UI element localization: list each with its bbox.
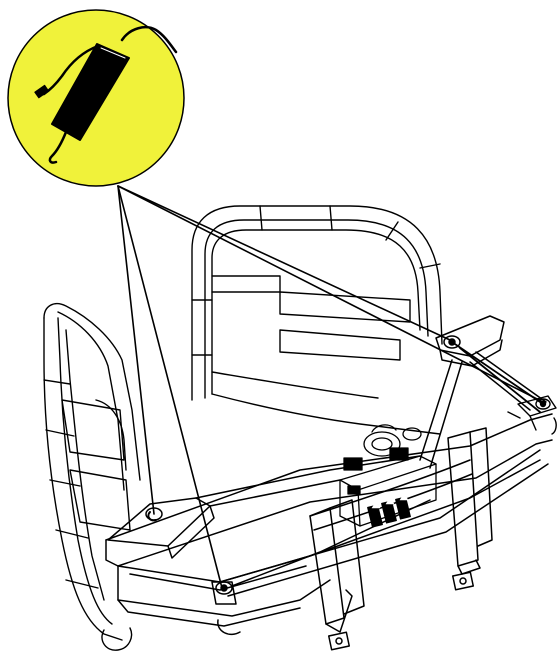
left-frame <box>43 302 141 651</box>
leader-line <box>117 185 451 341</box>
mount-point <box>443 335 461 349</box>
right-mount <box>507 395 557 435</box>
left-bracket <box>107 455 421 559</box>
gas-spring-icon <box>34 26 178 164</box>
control-box <box>339 424 437 528</box>
rear-frame <box>191 205 443 435</box>
callout-bubble <box>7 9 185 187</box>
right-bracket <box>419 315 547 469</box>
leader-lines <box>117 185 544 589</box>
mount-point <box>215 581 233 595</box>
leader-line <box>117 185 155 515</box>
installed-springs <box>451 341 544 413</box>
leader-line <box>117 185 223 589</box>
base-frame <box>105 413 553 636</box>
bottom-mount <box>215 499 431 595</box>
